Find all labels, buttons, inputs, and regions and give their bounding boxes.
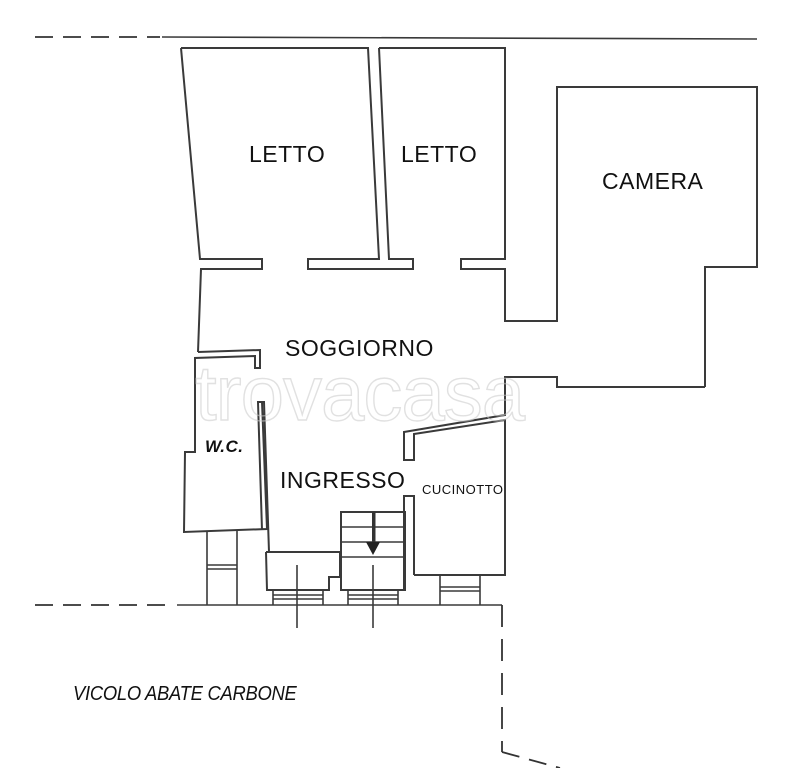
room-letto-2-walls: [379, 47, 758, 387]
room-label-letto-2: LETTO: [401, 141, 478, 167]
room-label-wc: W.C.: [205, 437, 244, 456]
ingresso-window: [272, 565, 324, 628]
bottom-boundary-line: [35, 604, 561, 768]
room-label-letto-1: LETTO: [249, 141, 326, 167]
room-letto-1-left-wall: [180, 47, 263, 353]
street-label: VICOLO ABATE CARBONE: [73, 683, 297, 705]
cucinotto-window: [439, 575, 481, 605]
wc-window: [206, 531, 238, 605]
watermark-text: trovacasa: [194, 348, 526, 437]
room-ingresso-walls: [265, 551, 341, 591]
room-label-cucinotto: CUCINOTTO: [422, 482, 504, 497]
room-letto-1-walls: [181, 47, 414, 270]
room-soggiorno-walls: [403, 376, 705, 576]
room-label-soggiorno: SOGGIORNO: [285, 335, 434, 361]
stair-down-arrow-icon: [366, 512, 380, 555]
room-label-ingresso: INGRESSO: [280, 467, 406, 493]
room-cucinotto-walls: [403, 495, 415, 590]
room-label-camera: CAMERA: [602, 168, 704, 194]
top-boundary-line: [35, 36, 758, 40]
